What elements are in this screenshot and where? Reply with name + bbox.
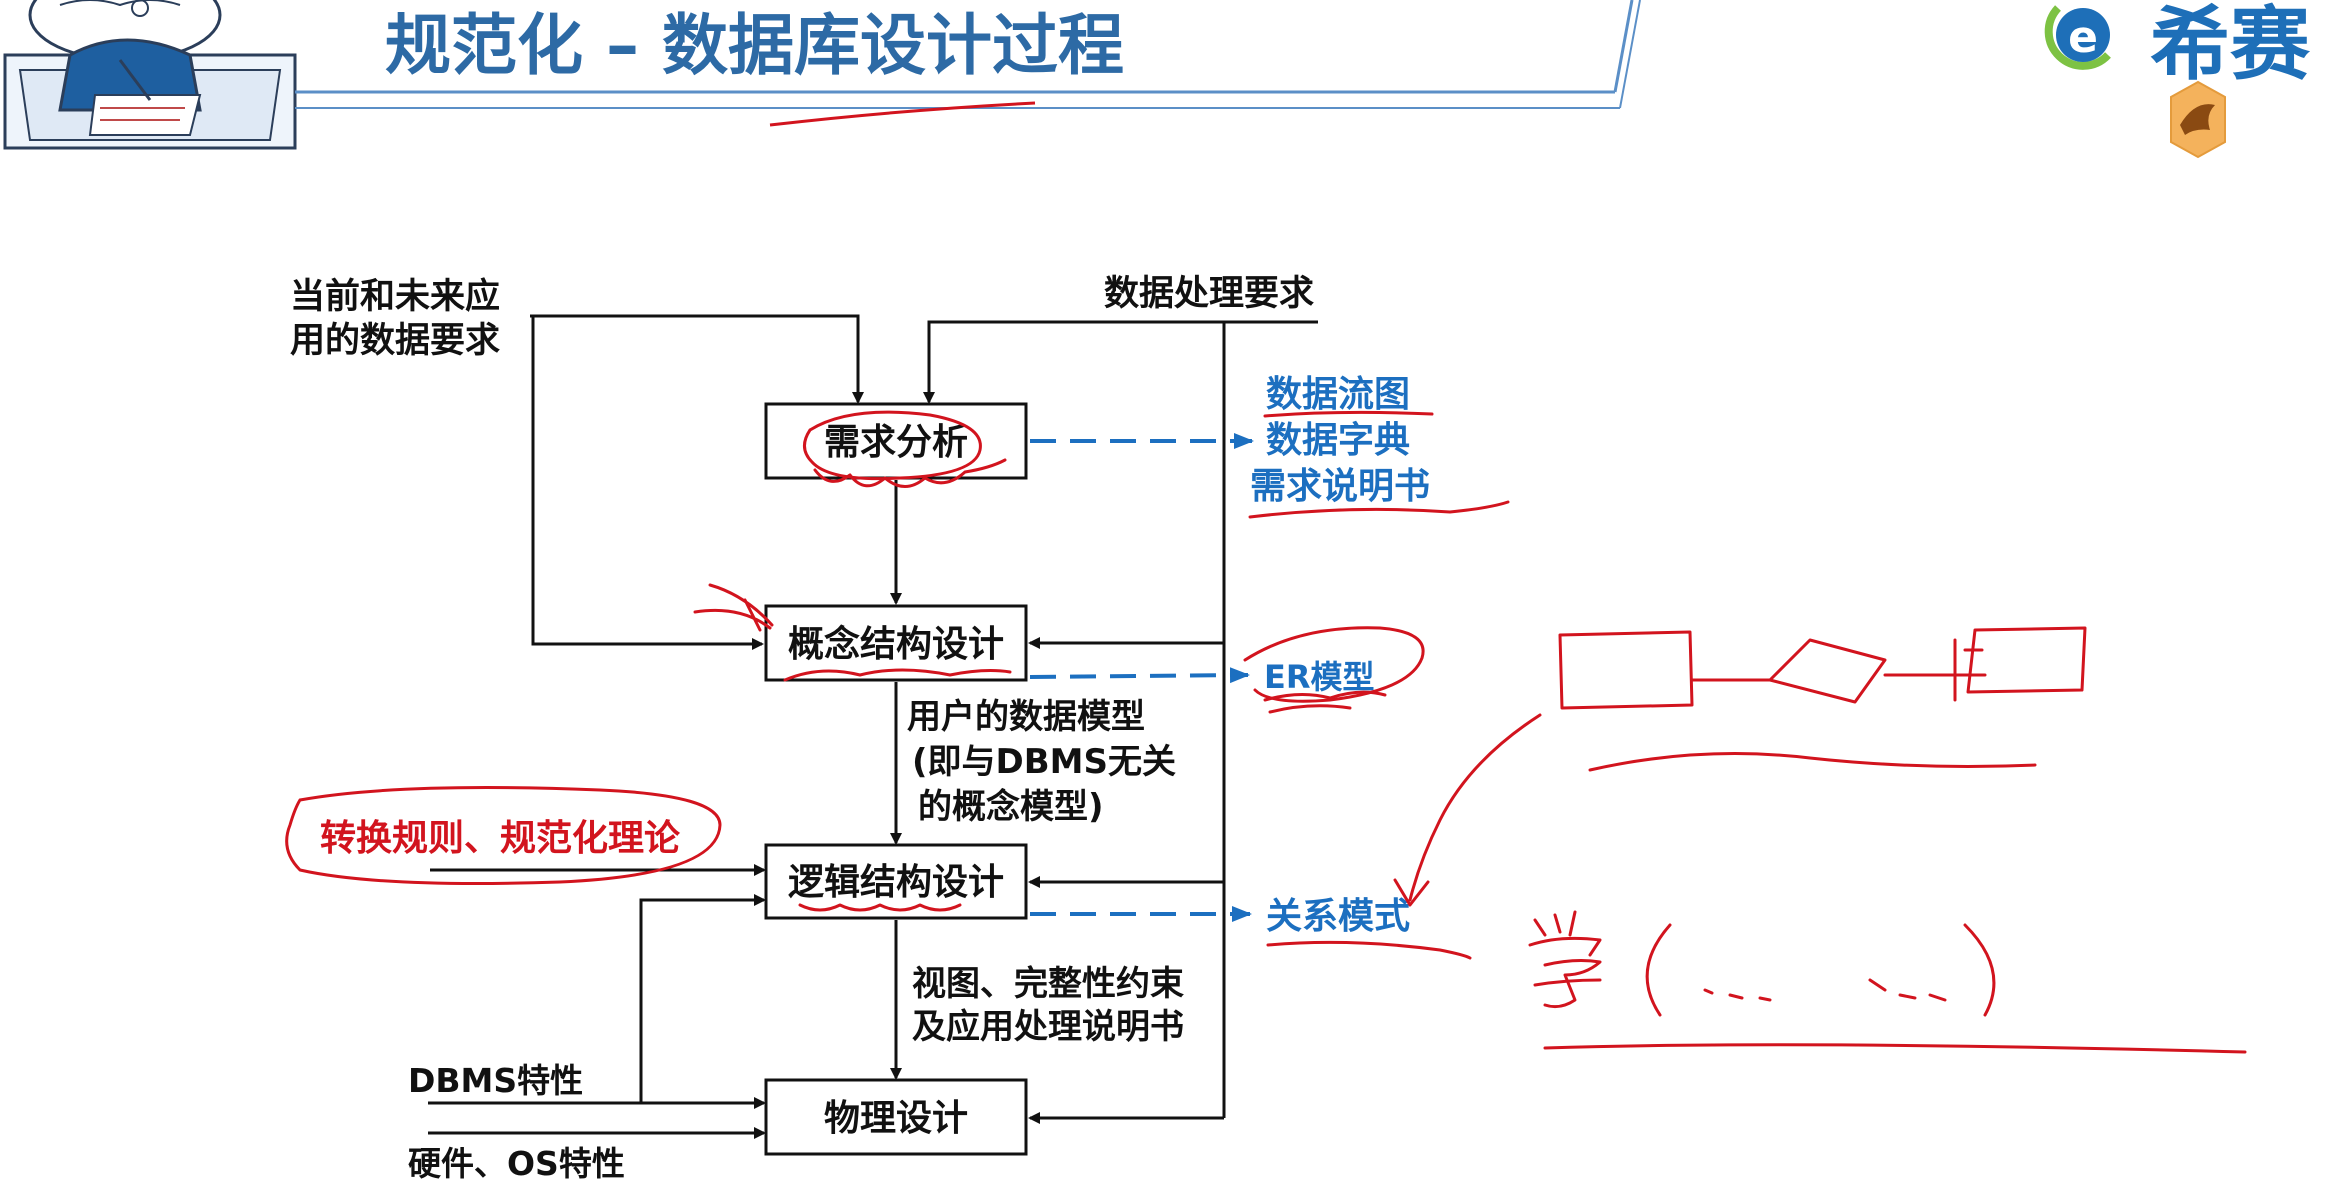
input-processing: 数据处理要求: [1104, 274, 1314, 314]
brand-text: 希赛: [2150, 0, 2311, 91]
box-conceptual-label: 概念结构设计: [788, 623, 1004, 665]
brand-logo: e 希赛: [2044, 0, 2311, 159]
annotation-underline-conceptual: [783, 668, 1012, 682]
annotation-arrow-to-relational: [1393, 713, 1542, 907]
box-physical: 物理设计: [764, 1078, 1028, 1156]
box-requirements-label: 需求分析: [824, 422, 968, 463]
title-underline-annotation: [769, 101, 1036, 127]
annotation-scribble-er: [1263, 690, 1387, 714]
mascot-cat-icon: [3, 0, 297, 150]
handwritten-paren-right: [1963, 923, 1996, 1017]
annotation-circle-rules: [285, 786, 722, 885]
red-annotations: [285, 410, 2247, 1054]
input-hardware: 硬件、OS特性: [408, 1144, 625, 1183]
output-labels: 数据流图 数据字典 需求说明书 ER模型 关系模式: [1250, 374, 1430, 937]
user-model-line2: (即与DBMS无关: [912, 742, 1176, 782]
output-dataflow: 数据流图: [1266, 374, 1410, 415]
connector-processing-to-requirements: [923, 320, 1318, 404]
annotation-scribble-requirements: [813, 458, 1007, 488]
input-labels: 当前和未来应 用的数据要求 数据处理要求 DBMS特性 硬件、OS特性: [290, 274, 1314, 1183]
annotation-circle-er: [1243, 626, 1425, 703]
box-requirements: 需求分析: [764, 402, 1028, 480]
box-physical-label: 物理设计: [824, 1098, 968, 1139]
page-title: 规范化 – 数据库设计过程: [385, 7, 1124, 84]
brand-mark: e: [2068, 12, 2098, 63]
connector-dbms-to-logical: [639, 894, 766, 1103]
handwritten-dots-1: [1703, 988, 1772, 1002]
flow-connectors: [428, 314, 1318, 1139]
handwritten-paren-left: [1645, 923, 1672, 1017]
input-current-line1: 当前和未来应: [290, 276, 500, 317]
output-relational: 关系模式: [1266, 896, 1410, 937]
user-model-line1: 用户的数据模型: [907, 697, 1145, 737]
annotation-underline-relational: [1266, 940, 1472, 960]
er-sketch-entity-right: [1966, 626, 2087, 694]
er-sketch-entity-left: [1558, 630, 1694, 710]
bird-badge-icon: [2170, 80, 2226, 159]
views-line2: 及应用处理说明书: [912, 1007, 1184, 1047]
box-logical: 逻辑结构设计: [764, 843, 1028, 920]
er-sketch-relationship: [1768, 638, 1887, 704]
annotation-underline-logical: [798, 903, 962, 912]
input-dbms: DBMS特性: [408, 1061, 583, 1100]
output-arrows: [1029, 433, 1254, 922]
views-line1: 视图、完整性约束: [912, 964, 1184, 1004]
box-logical-label: 逻辑结构设计: [788, 862, 1004, 903]
connector-current-to-requirements: [530, 314, 864, 404]
output-dictionary: 数据字典: [1266, 420, 1410, 461]
output-spec: 需求说明书: [1250, 466, 1430, 507]
intermediate-labels: 用户的数据模型 (即与DBMS无关 的概念模型) 视图、完整性约束 及应用处理说…: [320, 697, 1184, 1047]
handwritten-student-glyph: [1528, 910, 1602, 1009]
handwritten-dots-2: [1868, 978, 1947, 1002]
input-current-line2: 用的数据要求: [290, 321, 500, 361]
arrow-conceptual-er: [1029, 667, 1250, 684]
user-model-line3: 的概念模型): [918, 787, 1104, 827]
annotation-underline-dataflow: [1263, 410, 1434, 418]
connector-current-to-conceptual: [531, 316, 764, 650]
er-sketch-cross: [1953, 638, 1984, 702]
output-er: ER模型: [1264, 658, 1375, 696]
annotation-arrow-conceptual: [693, 583, 774, 632]
er-sketch-underline: [1588, 752, 2037, 772]
annotation-underline-spec: [1248, 500, 1510, 519]
handwritten-long-underline: [1543, 1043, 2247, 1054]
annotation-circle-requirements: [803, 410, 982, 481]
rules-label: 转换规则、规范化理论: [320, 818, 681, 859]
slide-header: 规范化 – 数据库设计过程 e 希赛: [3, 0, 2311, 159]
box-conceptual: 概念结构设计: [764, 604, 1028, 682]
